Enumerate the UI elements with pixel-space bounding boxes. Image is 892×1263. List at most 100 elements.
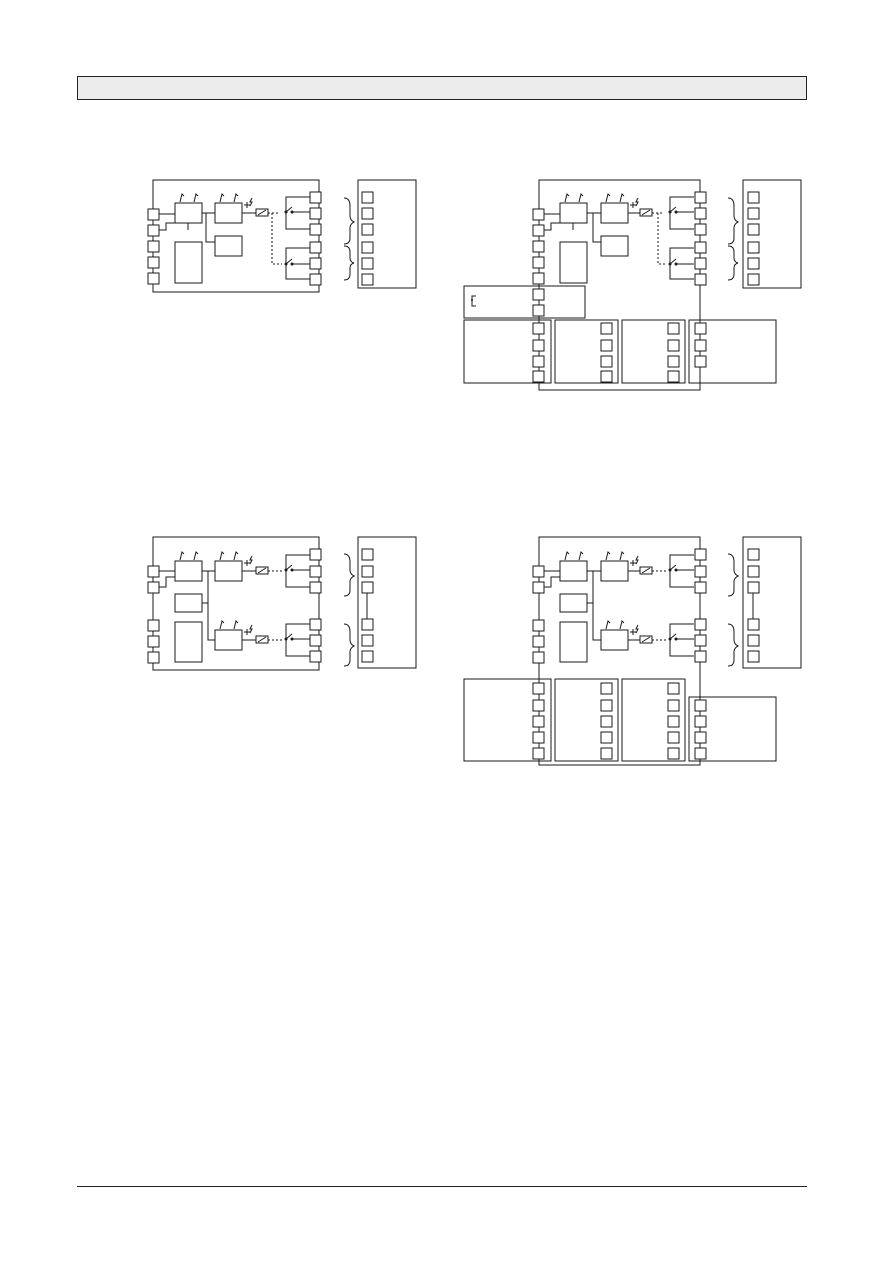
terminal [748,242,759,253]
aux-block [175,594,202,612]
terminal [148,582,159,593]
terminal [601,371,612,382]
terminal [695,732,706,743]
aux-block [601,236,628,256]
terminal [362,619,373,630]
wire [286,197,313,212]
terminal [310,566,321,577]
terminal [310,208,321,219]
wire [286,555,313,587]
terminal [748,192,759,203]
terminal [533,225,544,236]
terminal [148,636,159,647]
wire [268,213,282,264]
terminal [533,323,544,334]
wire [630,198,638,208]
terminal [668,732,679,743]
terminal [695,224,706,235]
terminal [668,683,679,694]
terminal [533,566,544,577]
wire [544,213,640,242]
terminal [148,257,159,268]
terminal [533,716,544,727]
terminal [695,356,706,367]
terminal [362,635,373,646]
wire [670,555,694,587]
terminal [695,323,706,334]
wire [622,679,685,761]
wire [244,198,252,208]
wire [344,554,354,596]
terminal [601,323,612,334]
terminal [601,748,612,759]
wire [555,679,618,761]
terminal [310,635,321,646]
terminal [533,700,544,711]
supply-block [560,622,587,662]
wire [153,537,319,670]
terminal [362,582,373,593]
terminal [695,258,706,269]
terminal [748,208,759,219]
terminal [695,582,706,593]
terminal [695,651,706,662]
terminal [668,716,679,727]
terminal [601,340,612,351]
wire [728,246,738,280]
wire [689,320,776,383]
terminal [748,224,759,235]
wire [159,213,256,242]
terminal [668,748,679,759]
wire [743,180,801,288]
wire [464,320,551,383]
wire [286,212,313,279]
supply-block [175,622,202,662]
terminal [310,549,321,560]
terminal [748,582,759,593]
terminal [601,732,612,743]
terminal [695,716,706,727]
input-block [175,561,202,581]
terminal [748,549,759,560]
terminal [310,651,321,662]
wire [728,198,738,244]
wire [464,286,585,318]
terminal [533,305,544,316]
logic-block [601,561,628,581]
terminal [668,371,679,382]
terminal [310,582,321,593]
wire [464,679,551,761]
terminal [695,635,706,646]
diagram-two-channel-with-modules [460,530,805,770]
terminal [601,683,612,694]
terminal [533,732,544,743]
wire [670,197,694,212]
wire [344,198,354,244]
wire [622,320,685,383]
wire [565,194,624,202]
terminal [533,652,544,663]
aux-block [215,236,242,256]
logic-block [215,630,242,650]
wire [344,246,354,280]
terminal [533,289,544,300]
terminal [533,748,544,759]
terminal [362,192,373,203]
aux-block [560,594,587,612]
terminal [668,700,679,711]
terminal [310,619,321,630]
terminal [148,209,159,220]
terminal [695,208,706,219]
wire [358,180,416,288]
wire [344,624,354,666]
terminal [148,652,159,663]
terminal [695,192,706,203]
wire [642,210,650,215]
terminal [695,340,706,351]
wire [258,210,266,215]
terminal [310,274,321,285]
diagram-two-channel-basic [140,530,430,675]
supply-block [560,242,587,283]
terminal [533,683,544,694]
terminal [533,356,544,367]
